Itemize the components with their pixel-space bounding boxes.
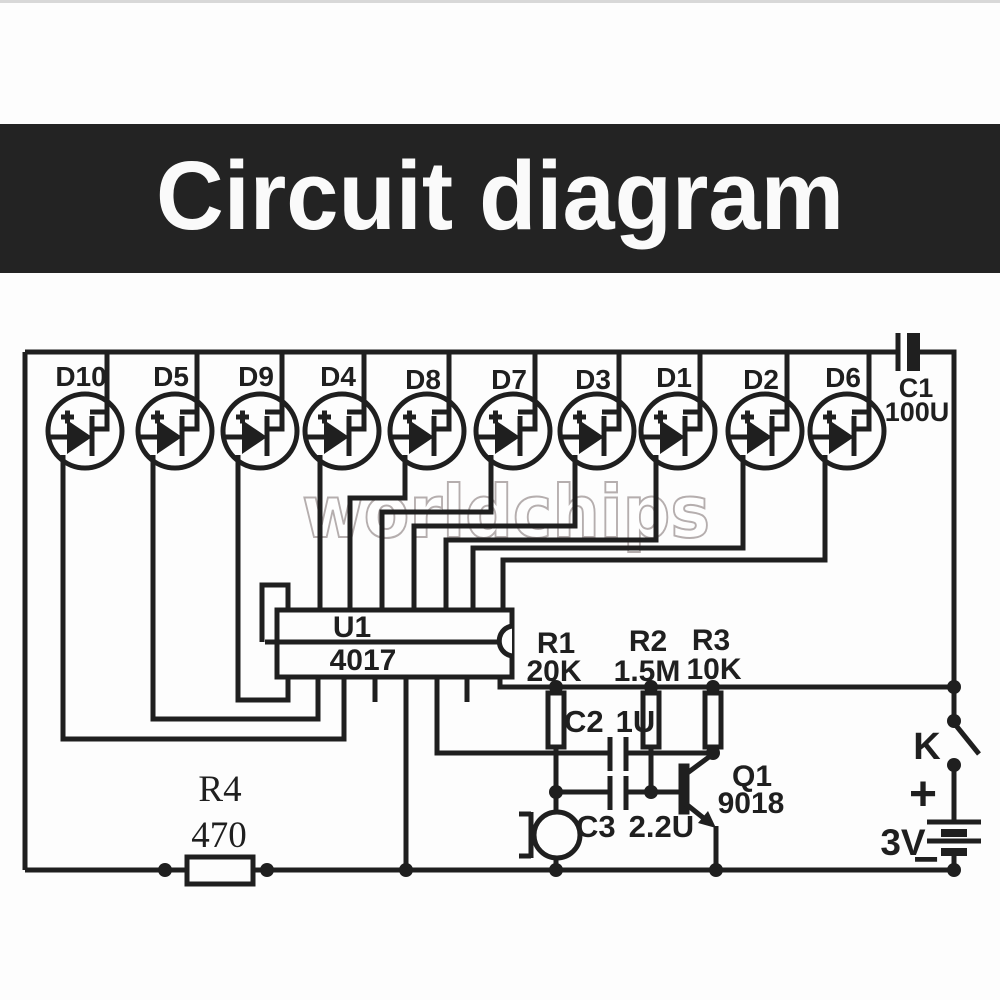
banner-background <box>0 124 1000 273</box>
led-d1 <box>443 352 715 610</box>
led-d5 <box>138 352 321 722</box>
resistor-r4 <box>184 854 256 887</box>
led-d5-wire <box>150 455 321 722</box>
led-d3 <box>411 352 634 610</box>
led-d6-wire <box>500 455 828 610</box>
led-d6 <box>500 352 884 610</box>
led-d7-wire <box>379 455 494 610</box>
led-label: D2 <box>743 364 779 395</box>
led-label: D5 <box>153 361 189 392</box>
led-d2 <box>470 352 802 610</box>
r3-ref: R3 <box>692 624 730 657</box>
c1-ref: C1 <box>899 373 934 403</box>
led-label: D8 <box>405 364 441 395</box>
schematic <box>22 333 981 887</box>
battery-minus-sign: − <box>913 835 939 884</box>
battery-plus-sign: + <box>909 768 937 821</box>
r1-ref: R1 <box>537 627 575 660</box>
led-d3-wire <box>411 455 578 610</box>
resistor-r3 <box>702 687 724 753</box>
led-d10-wire <box>60 455 347 742</box>
led-d8 <box>347 352 464 610</box>
ic-notch <box>496 623 513 659</box>
led-d10 <box>48 352 347 742</box>
ic-part: 4017 <box>330 644 397 677</box>
top-border-line <box>0 0 1000 3</box>
battery-plate-short-1 <box>941 829 967 837</box>
ic-u1 <box>259 582 954 870</box>
r3-value: 10K <box>686 653 741 686</box>
led-label: D7 <box>491 364 527 395</box>
q1-emitter-arrow <box>698 811 716 828</box>
led-label: D3 <box>575 364 611 395</box>
q1-part: 9018 <box>718 787 785 820</box>
ic-tab <box>259 582 291 642</box>
battery-voltage: 3V <box>880 822 926 863</box>
led-d9-wire <box>235 455 291 703</box>
led-d1-wire <box>443 455 659 610</box>
c1-value: 100U <box>885 397 950 427</box>
capacitor-c1 <box>895 333 920 371</box>
capacitor-c2 <box>607 737 713 771</box>
r2-value: 1.5M <box>614 655 681 688</box>
led-label: D4 <box>320 361 356 392</box>
r4-ref: R4 <box>198 769 241 810</box>
led-d2-wire <box>470 455 746 610</box>
c1-plate-thick <box>907 333 920 371</box>
led-d4 <box>305 352 379 610</box>
switch-label: K <box>913 726 941 768</box>
schematic-labels: D10 D5 D9 D4 D8 D7 D3 D1 D2 D6 C1 100U U… <box>55 361 949 884</box>
q1-emitter <box>684 802 708 822</box>
switch-blade <box>952 721 981 756</box>
q1-ref: Q1 <box>732 760 772 793</box>
battery-plate-short-2 <box>941 848 967 856</box>
led-label: D6 <box>825 362 861 393</box>
mic-terminals <box>519 811 534 859</box>
q1-base-bar <box>678 763 690 815</box>
page-title: Circuit diagram <box>156 141 844 250</box>
wires <box>22 349 957 873</box>
ic-vdd-rail <box>497 677 954 690</box>
banner: Circuit diagram <box>0 124 1000 273</box>
r4-value: 470 <box>191 815 247 856</box>
led-label: D1 <box>656 362 692 393</box>
mic-body <box>531 809 583 861</box>
led-label: D9 <box>238 361 274 392</box>
led-d8-wire <box>347 455 408 610</box>
ic-stub-pins <box>372 677 470 702</box>
r2-ref: R2 <box>629 625 667 658</box>
ic-ref: U1 <box>333 611 371 644</box>
right-rail <box>920 349 957 687</box>
led-d7 <box>379 352 550 610</box>
led-label: D10 <box>55 361 106 392</box>
r1-value: 20K <box>526 655 581 688</box>
junction-dots <box>158 680 961 877</box>
ic-pin-to-c2 <box>434 677 610 756</box>
led-d9 <box>223 352 297 703</box>
